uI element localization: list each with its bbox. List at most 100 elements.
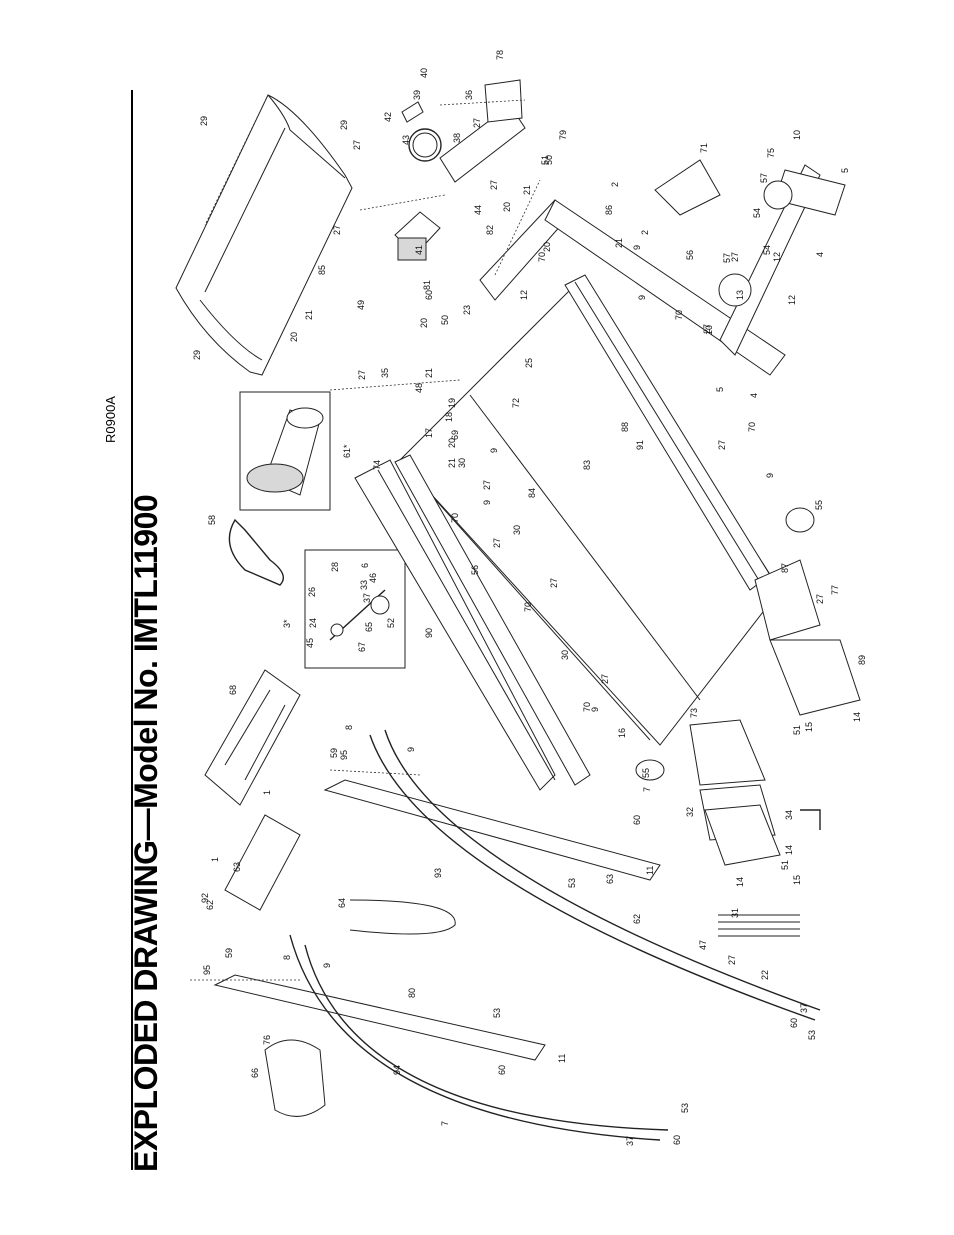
pulse-bracket (349, 899, 456, 935)
part-label-60-4: 60 (672, 1135, 682, 1145)
part-label-12-2: 12 (519, 290, 529, 300)
part-label-60-1: 60 (632, 815, 642, 825)
console-base (224, 814, 301, 911)
part-label-16-0: 16 (617, 728, 627, 738)
part-label-28-0: 28 (330, 562, 340, 572)
part-label-27-7: 27 (717, 440, 727, 450)
part-label-50-0: 50 (544, 155, 554, 165)
part-label-2-0: 2 (610, 182, 620, 187)
part-label-47-0: 47 (698, 940, 708, 950)
part-label-52-0: 52 (386, 618, 396, 628)
part-label-41-0: 41 (414, 245, 424, 255)
part-label-75-0: 75 (766, 148, 776, 158)
incline-assembly-box (304, 549, 406, 669)
part-label-79-0: 79 (558, 130, 568, 140)
part-label-17-0: 17 (424, 428, 434, 438)
part-label-77-0: 77 (830, 585, 840, 595)
part-label-40-0: 40 (419, 68, 429, 78)
part-label-12-0: 12 (772, 252, 782, 262)
part-label-21-2: 21 (447, 458, 457, 468)
part-label-42-0: 42 (383, 112, 393, 122)
part-label-85-0: 85 (317, 265, 327, 275)
part-label-72-0: 72 (511, 398, 521, 408)
part-label-21-4: 21 (614, 238, 624, 248)
handrails (289, 729, 821, 1141)
part-label-21-1: 21 (424, 368, 434, 378)
part-label-56-0: 56 (685, 250, 695, 260)
part-label-78-0: 78 (495, 50, 505, 60)
part-label-26-0: 26 (307, 587, 317, 597)
part-label-67-0: 67 (357, 642, 367, 652)
part-label-46-0: 46 (368, 573, 378, 583)
part-label-31-0: 31 (730, 908, 740, 918)
part-label-51-0: 51 (540, 155, 550, 165)
part-label-83-0: 83 (582, 460, 592, 470)
part-label-60-3: 60 (789, 1018, 799, 1028)
side-rails (354, 274, 771, 791)
part-label-24-0: 24 (308, 618, 318, 628)
part-label-63-0: 63 (232, 862, 242, 872)
part-label-76-0: 76 (262, 1035, 272, 1045)
bolt-bundle (718, 914, 800, 937)
part-label-21-3: 21 (522, 185, 532, 195)
part-label-27-1: 27 (332, 225, 342, 235)
part-label-57-0: 57 (759, 173, 769, 183)
part-label-11-0: 11 (557, 1054, 567, 1063)
part-label-9-1: 9 (322, 963, 332, 968)
part-label-33-0: 33 (359, 580, 369, 590)
part-label-53-1: 53 (567, 878, 577, 888)
part-label-23-0: 23 (462, 305, 472, 315)
part-label-29-0: 29 (199, 116, 209, 126)
part-label-63-1: 63 (605, 874, 615, 884)
part-label-59-0: 59 (329, 748, 339, 758)
part-label-57-1: 57 (722, 253, 732, 263)
front-frame (479, 159, 846, 376)
part-label-13-0: 13 (735, 290, 745, 300)
part-label-81-0: 81 (422, 280, 432, 290)
part-label-18-0: 18 (444, 412, 454, 422)
part-label-53-2: 53 (680, 1103, 690, 1113)
part-label-30-0: 30 (457, 458, 467, 468)
part-label-35-0: 35 (380, 368, 390, 378)
part-label-37-2: 37 (625, 1136, 635, 1146)
part-label-1-1: 1 (262, 790, 272, 795)
part-label-9-2: 9 (590, 707, 600, 712)
part-label-14-0: 14 (735, 877, 745, 887)
part-label-54-1: 54 (762, 245, 772, 255)
part-label-70-3: 70 (450, 513, 460, 523)
part-label-30-2: 30 (560, 650, 570, 660)
rear-foot (704, 804, 781, 866)
part-label-92-0: 92 (200, 893, 210, 903)
hand-grip (264, 1039, 326, 1117)
part-label-69-0: 69 (450, 430, 460, 440)
part-label-27-6: 27 (702, 324, 712, 334)
part-label-68-0: 68 (228, 685, 238, 695)
part-label-9-4: 9 (632, 245, 642, 250)
part-label-1-0: 1 (210, 857, 220, 862)
part-label-48-0: 48 (414, 383, 424, 393)
part-label-73-0: 73 (689, 708, 699, 718)
part-label-25-0: 25 (524, 358, 534, 368)
part-label-55-1: 55 (641, 768, 651, 778)
part-label-5-0: 5 (715, 387, 725, 392)
part-label-39-0: 39 (412, 90, 422, 100)
part-label-95-1: 95 (202, 965, 212, 975)
left-upright (213, 779, 661, 1061)
part-label-9-0: 9 (406, 747, 416, 752)
part-label-27-13: 27 (727, 955, 737, 965)
part-label-51-2: 51 (780, 860, 790, 870)
part-label-15-1: 15 (792, 875, 802, 885)
part-label-37-0: 37 (362, 593, 372, 603)
part-label-27-12: 27 (815, 594, 825, 604)
drive-motor-box (239, 391, 331, 511)
part-label-55-0: 55 (814, 500, 824, 510)
part-label-36-0: 36 (464, 90, 474, 100)
part-label-3-star-0: 3* (282, 619, 292, 628)
motor-hood (175, 94, 353, 376)
part-label-66-0: 66 (250, 1068, 260, 1078)
part-label-22-0: 22 (760, 970, 770, 980)
part-label-20-0: 20 (289, 332, 299, 342)
part-label-2-1: 2 (640, 230, 650, 235)
part-label-27-8: 27 (482, 480, 492, 490)
console (204, 669, 301, 806)
